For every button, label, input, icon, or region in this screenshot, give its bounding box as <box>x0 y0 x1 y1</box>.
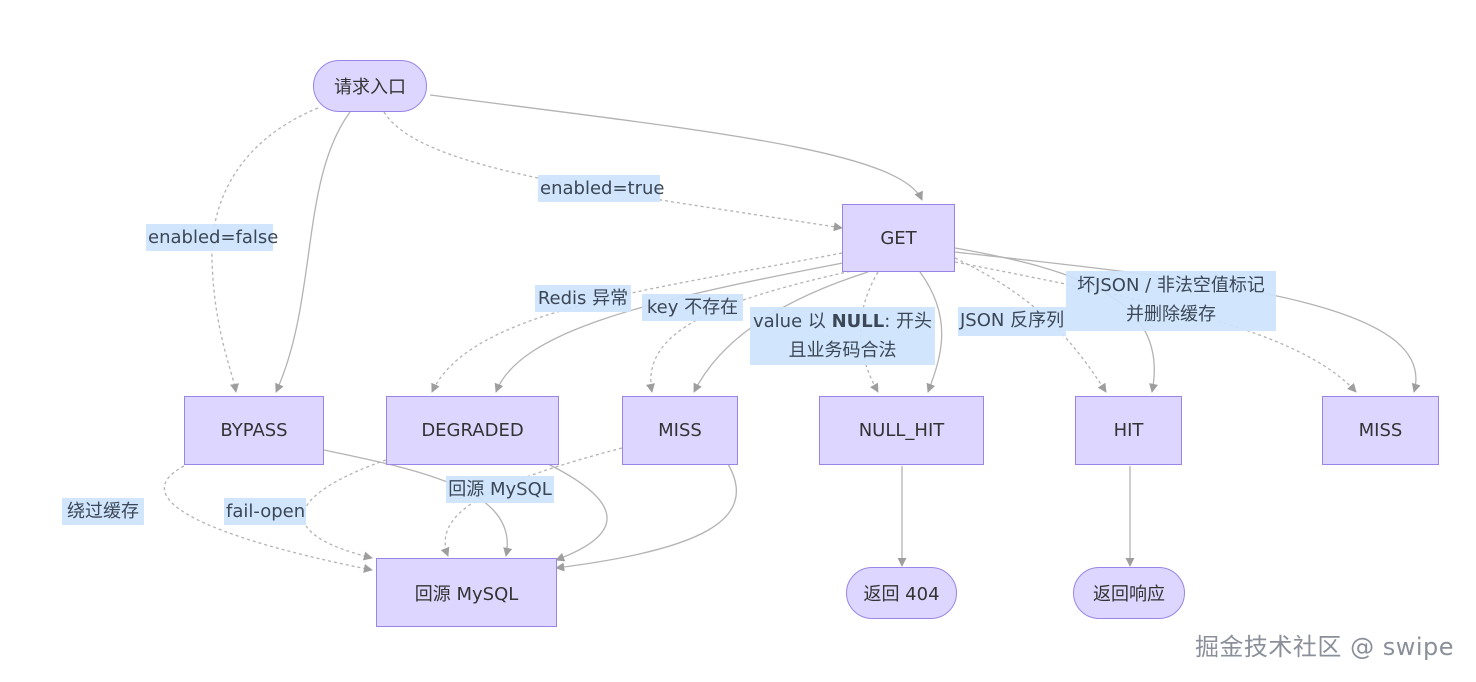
edge-label-json-deser: JSON 反序列 <box>958 307 1066 336</box>
node-hit: HIT <box>1075 396 1182 465</box>
edge-entry-get-dashed <box>383 111 843 232</box>
node-label: BYPASS <box>220 420 288 441</box>
node-degraded: DEGRADED <box>386 396 559 465</box>
edge-miss1-mysql-dashed <box>440 447 623 557</box>
node-label: GET <box>880 227 917 249</box>
edge-label-enabled-true: enabled=true <box>538 175 664 202</box>
edge-label-redis-error: Redis 异常 <box>535 285 631 312</box>
node-bypass: BYPASS <box>184 396 324 465</box>
node-get: GET <box>842 204 955 272</box>
edge-label-fail-open: fail-open <box>224 498 306 525</box>
node-label: 返回响应 <box>1093 584 1165 605</box>
edge-entry-bypass-solid <box>275 111 351 393</box>
edge-label-bad-json-line2: 并删除缓存 <box>1126 304 1216 325</box>
edge-degraded-mysql-solid <box>547 463 608 562</box>
node-back-to-mysql: 回源 MySQL <box>376 558 557 627</box>
edge-label-bad-json-line1: 坏JSON / 非法空值标记 <box>1077 275 1265 296</box>
node-label: NULL_HIT <box>858 420 945 441</box>
edge-label-null-prefix-line2: 且业务码合法 <box>788 340 897 361</box>
edge-entry-bypass-dashed <box>211 107 319 393</box>
node-null-hit: NULL_HIT <box>819 396 984 465</box>
node-miss-2: MISS <box>1322 396 1439 465</box>
node-label: DEGRADED <box>421 420 524 441</box>
node-miss-1: MISS <box>622 396 738 465</box>
node-label: HIT <box>1113 420 1144 441</box>
edge-label-back-mysql: 回源 MySQL <box>446 476 554 503</box>
node-label: 返回 404 <box>863 584 940 605</box>
edge-degraded-mysql-dashed <box>302 459 387 561</box>
edge-get-miss1-dashed <box>645 269 857 393</box>
node-label: MISS <box>1358 420 1403 441</box>
text-segment-bold: NULL <box>831 311 885 332</box>
edge-get-degraded-dashed <box>431 252 843 393</box>
node-request-entry: 请求入口 <box>313 60 427 112</box>
text-segment: : 开头 <box>884 311 933 332</box>
watermark: 掘金技术社区 @ swipe <box>1194 633 1454 661</box>
node-return-response: 返回响应 <box>1073 567 1185 619</box>
text-segment: value 以 <box>752 311 832 332</box>
edge-label-key-missing: key 不存在 <box>642 294 743 321</box>
edge-label-null-prefix-line1: value 以 NULL: 开头 <box>752 307 933 336</box>
edge-label-bad-json: 坏JSON / 非法空值标记 并删除缓存 <box>1066 271 1276 331</box>
edge-get-degraded-solid <box>494 261 849 393</box>
node-label: MISS <box>658 420 702 441</box>
node-return-404: 返回 404 <box>846 567 957 619</box>
edge-label-null-prefix: value 以 NULL: 开头 且业务码合法 <box>750 307 935 365</box>
edge-label-bypass-cache: 绕过缓存 <box>62 498 144 525</box>
edge-label-enabled-false: enabled=false <box>146 224 278 251</box>
edge-bypass-mysql-solid <box>323 449 513 557</box>
edge-get-miss2-solid <box>954 251 1421 393</box>
edge-bypass-mysql-dashed <box>163 465 373 573</box>
edge-get-nullhit-solid <box>919 271 943 393</box>
node-label: 请求入口 <box>334 77 406 98</box>
edge-miss1-mysql-solid <box>555 463 738 572</box>
node-label: 回源 MySQL <box>414 583 519 605</box>
edge-entry-get-solid <box>429 94 923 201</box>
